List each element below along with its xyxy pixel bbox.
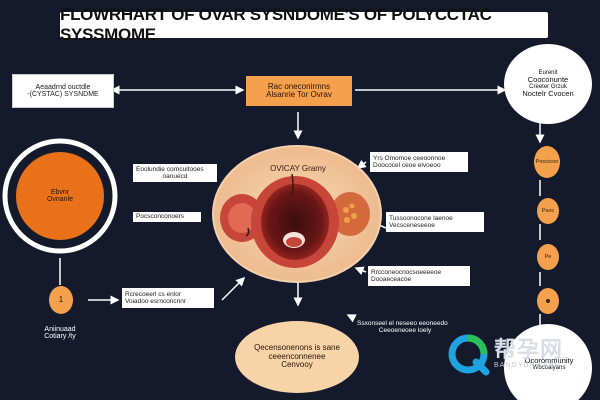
right-badge-2: Paoc [537, 198, 559, 224]
label-lower-right-line-1: Ssxonseel el neseeo eeoneedo [357, 319, 448, 327]
right-badge-3-label: Pe [544, 254, 552, 260]
top-left-box-line-2: -(CYSTAC) SYSNDME [27, 91, 99, 98]
left-ring [2, 138, 118, 254]
label-mid-right-line-1: Tussoonocone laenoe [389, 214, 453, 222]
top-right-line-4: Noctelr Cvocen [522, 89, 574, 99]
watermark: 帮孕网 BANGYUNWANG [446, 330, 596, 378]
bottom-left-line-2: Cotiary /ty [44, 333, 76, 340]
top-right-line-2: Cooconunte [527, 75, 569, 85]
bottom-right-circle-text: Ocorommunity Wbcoaiyans [508, 352, 590, 376]
arrow-lower-right-label [346, 314, 357, 323]
arrow-top-right-label [356, 159, 367, 169]
diagram-title: FLOWRHART OF OVAR SYSNDOME'S OF POLYCCTA… [60, 5, 548, 44]
top-center-box: Rac oneconirmns Alsanrie Tor Ovrav [246, 76, 352, 106]
label-bottom-right-line-1: Rrcconeocnocsoeeeeoe [371, 268, 442, 276]
right-badge-1: Poocicon [534, 146, 560, 178]
label-lower-right: Ssxonseel el neseeo eeoneedo Ceeoeneoee … [354, 316, 456, 338]
label-mid-left: Pocsconconoers [133, 212, 201, 222]
bottom-center-ellipse-shape [235, 321, 359, 393]
label-lower-right-line-2: Ceeoeneoee loely [378, 327, 432, 334]
label-top-left-line-2: oanuecd [162, 173, 188, 180]
left-circle-line-1: Ebvnr [50, 188, 70, 196]
label-top-right: Yrs Omomoe ceeoonnoe Doococel ceoe elvoe… [370, 152, 468, 172]
bottom-left-line-1: Aniinuaad [44, 325, 76, 333]
top-right-circle-shape [504, 44, 592, 124]
left-step-badge-label: 1 [58, 294, 64, 304]
label-top-right-line-2: Doococel ceoe elvoeoo [373, 162, 441, 169]
label-bottom-left-line-2: Voiadoo esrnconcnnr [125, 298, 187, 305]
ovary-diagram-title: OVICAY Gramy [270, 164, 326, 173]
top-center-box-line-1: Rac oneconirmns [267, 81, 331, 91]
right-badge-4-dot [546, 299, 550, 303]
label-bottom-left-line-1: Rcrecoeerl cs enlor [125, 290, 181, 298]
top-right-line-1: Eurenit [538, 69, 558, 76]
arrow-bottom-right-label [354, 266, 367, 275]
top-right-circle: Eurenit Cooconunte Creeter Grzuk Noctelr… [506, 56, 590, 112]
label-mid-left-line-1: Pocsconconoers [136, 213, 185, 221]
watermark-main-text: 帮孕网 [494, 337, 564, 363]
top-center-box-line-2: Alsanrie Tor Ovrav [266, 90, 332, 99]
top-right-line-3: Creeter Grzuk [529, 84, 567, 90]
label-bottom-left: Rcrecoeerl cs enlor Voiadoo esrnconcnnr [122, 288, 214, 308]
left-circle-fill [16, 152, 104, 240]
left-circle-text: Ebvnr Ovnanle [26, 184, 94, 208]
bottom-center-line-2: ceeenconnenee [268, 351, 326, 361]
bottom-left-text: Aniinuaad Cotiary /ty [28, 322, 92, 344]
watermark-logo-icon [448, 334, 490, 376]
watermark-sub-text: BANGYUNWANG [494, 361, 562, 369]
top-left-box-line-1: Aeaadrnd ouctdle [35, 83, 91, 91]
label-mid-right: Tussoonocone laenoe Vecsceneseeoe [386, 212, 484, 232]
left-step-badge: 1 [49, 286, 73, 314]
label-mid-right-line-2: Vecsceneseeoe [389, 222, 435, 229]
bottom-right-line-1: Ocorommunity [524, 355, 574, 365]
label-top-left: Eoolundie corncuitooes oanuecd [133, 164, 217, 182]
label-top-right-line-1: Yrs Omomoe ceeoonnoe [373, 154, 446, 162]
right-badge-1-label: Poocicon [535, 159, 559, 165]
bottom-center-line-1: Qecensonenons is sane [254, 343, 340, 353]
right-badge-3: Pe [537, 244, 559, 270]
right-badge-4 [537, 288, 559, 314]
label-bottom-right: Rrcconeocnocsoeeeeoe Dooaeceacoe [368, 266, 470, 286]
arrow-label-to-center [221, 276, 246, 301]
left-circle-line-2: Ovnanle [46, 196, 74, 203]
top-left-box: Aeaadrnd ouctdle -(CYSTAC) SYSNDME [12, 74, 114, 108]
bottom-center-ellipse: Qecensonenons is sane ceeenconnenee Cenv… [244, 336, 350, 378]
right-badge-2-label: Paoc [541, 208, 555, 214]
label-bottom-right-line-2: Dooaeceacoe [371, 276, 412, 283]
connector-lines [59, 85, 545, 330]
bottom-right-line-2: Wbcoaiyans [532, 364, 566, 371]
bottom-center-line-3: Cenvooy [281, 360, 313, 370]
watermark-text: 帮孕网 BANGYUNWANG [494, 337, 564, 369]
ovary-illustration [212, 145, 382, 283]
bottom-right-circle-shape [504, 324, 592, 400]
label-top-left-line-1: Eoolundie corncuitooes [136, 165, 204, 173]
